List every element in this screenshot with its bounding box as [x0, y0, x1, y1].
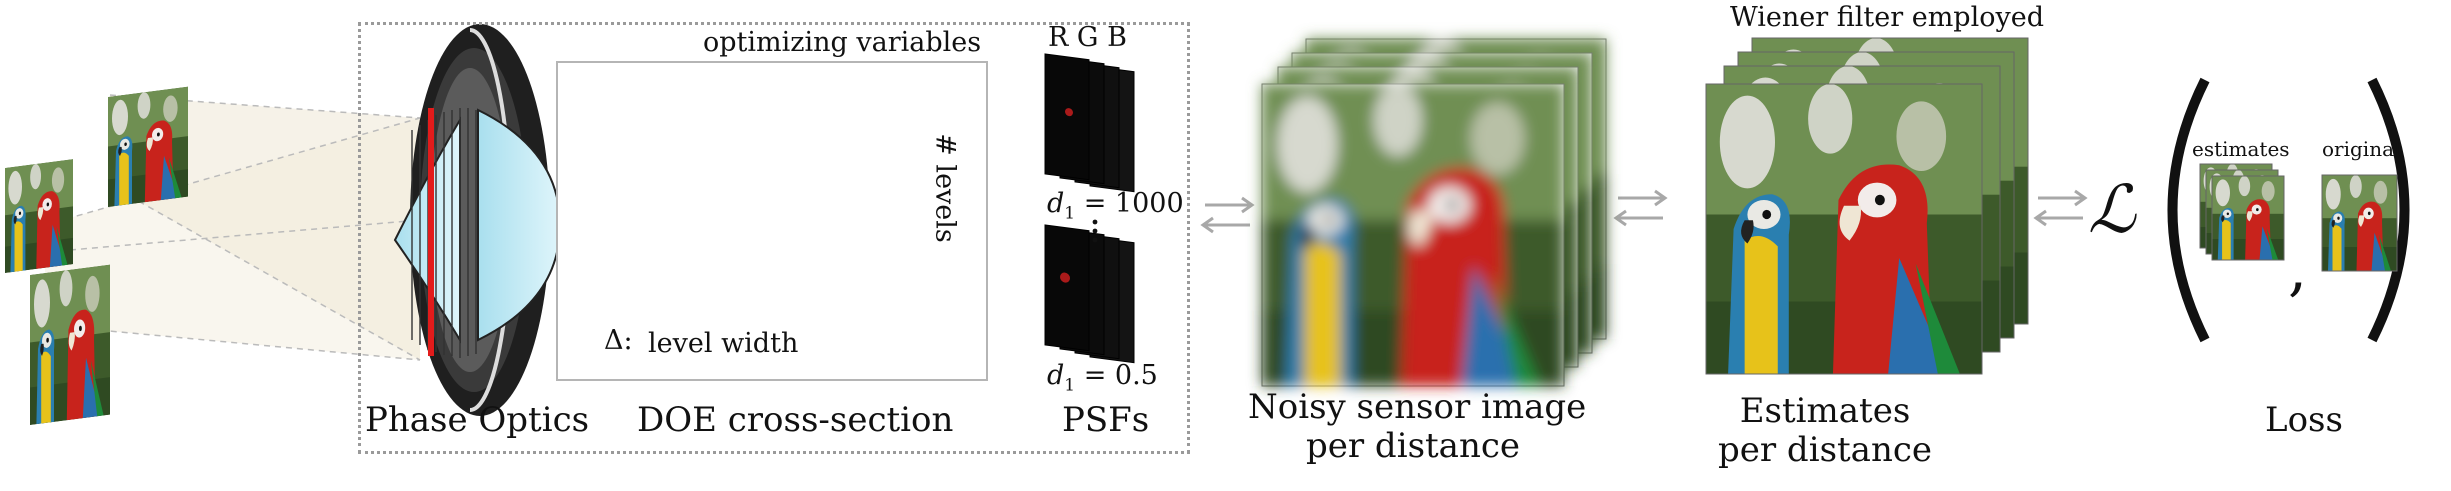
lens-icon: [393, 24, 562, 416]
psfs-label: PSFs: [1062, 400, 1150, 440]
noisy-image-stack: [1261, 38, 1607, 387]
d-value: = 0.5: [1083, 360, 1158, 391]
estimates-image-stack: [1705, 37, 2029, 375]
optimizing-variables-label: optimizing variables: [703, 27, 982, 58]
d-value: = 1000: [1083, 188, 1184, 219]
psf-distance-bottom: d1 = 0.5: [1047, 360, 1158, 396]
rgb-label: R G B: [1048, 22, 1127, 53]
loss-estimates-label: estimates: [2192, 137, 2290, 161]
estimates-caption-line2: per distance: [1717, 430, 1933, 471]
psf-distance-top: d1 = 1000: [1047, 188, 1184, 224]
loss-symbol: ℒ: [2088, 171, 2136, 248]
d-sub: 1: [1064, 375, 1076, 396]
doe-cross-section-label: DOE cross-section: [637, 400, 954, 440]
noisy-sensor-caption: Noisy sensor image per distance: [1248, 387, 1587, 467]
noisy-caption-line1: Noisy sensor image: [1248, 387, 1587, 427]
d-var: d: [1047, 188, 1065, 219]
estimates-caption: Estimates per distance: [1700, 391, 1950, 471]
loss-comma: ,: [2288, 234, 2308, 304]
estimates-caption-line1: Estimates: [1739, 391, 1911, 431]
loss-expression: [2167, 77, 2410, 343]
loss-original-label: original: [2322, 137, 2401, 161]
phase-optics-label: Phase Optics: [365, 400, 590, 440]
noisy-caption-line2: per distance: [1305, 426, 1521, 467]
doe-cross-section-box: [556, 61, 988, 381]
left-right-arrow-icon: [1200, 189, 2088, 234]
psf-stack-bottom: [1044, 224, 1135, 364]
loss-label: Loss: [2265, 400, 2343, 440]
level-width-label: level width: [648, 328, 799, 359]
delta-symbol: Δ:: [604, 325, 633, 356]
vertical-ellipsis: [1092, 219, 1098, 243]
psf-stack-top: [1044, 53, 1135, 193]
num-levels-label: # levels: [929, 133, 961, 243]
optimizing-variables-frame: [358, 22, 1190, 454]
wiener-filter-label: Wiener filter employed: [1730, 2, 2044, 33]
d-var: d: [1047, 360, 1065, 391]
d-sub: 1: [1064, 203, 1076, 224]
